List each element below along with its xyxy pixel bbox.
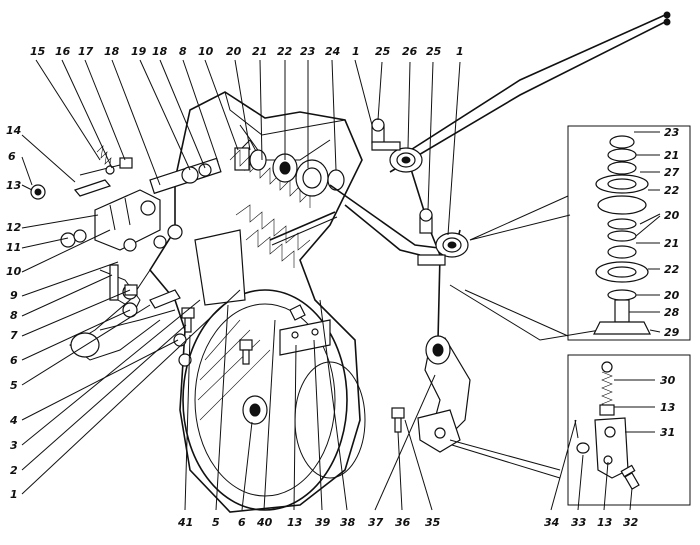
callout-18: 18 <box>104 45 120 58</box>
callouts-left: 14 6 13 12 11 10 9 8 7 6 5 4 3 2 1 <box>6 124 22 501</box>
callout-13b: 13 <box>597 516 613 529</box>
callout-38: 38 <box>340 516 356 529</box>
callout-2: 2 <box>10 464 18 477</box>
callouts-bottom: 41 5 6 40 13 39 38 37 36 35 34 33 13 32 <box>177 516 639 529</box>
lever-arm <box>417 335 561 479</box>
callout-5: 5 <box>212 516 220 529</box>
callout-35: 35 <box>425 516 441 529</box>
center-pulley-assembly <box>249 149 345 246</box>
callout-5: 5 <box>10 379 18 392</box>
callout-40: 40 <box>256 516 273 529</box>
callout-28: 28 <box>664 306 680 319</box>
callout-16: 16 <box>55 45 71 58</box>
callout-17: 17 <box>78 45 94 58</box>
callout-37: 37 <box>368 516 384 529</box>
callout-9: 9 <box>10 289 18 302</box>
callout-30: 30 <box>660 374 676 387</box>
callout-1: 1 <box>10 488 18 501</box>
callout-6: 6 <box>8 150 16 163</box>
bracket-box <box>567 354 691 506</box>
callout-8: 8 <box>10 309 18 322</box>
callout-10: 10 <box>6 265 22 278</box>
callout-22: 22 <box>277 45 293 58</box>
upper-guide-pulleys <box>371 118 469 266</box>
callout-3: 3 <box>10 439 18 452</box>
bolts <box>124 284 405 433</box>
pulley-stack-box <box>464 125 691 341</box>
callouts-top: 15 16 17 18 19 18 8 10 20 21 22 23 24 1 … <box>30 45 464 58</box>
callout-13: 13 <box>6 179 22 192</box>
callout-32: 32 <box>623 516 639 529</box>
callout-24: 24 <box>325 45 340 58</box>
callout-13: 13 <box>660 401 676 414</box>
callout-23: 23 <box>300 45 316 58</box>
callout-21: 21 <box>252 45 267 58</box>
callout-36: 36 <box>395 516 411 529</box>
callout-4: 4 <box>9 414 18 427</box>
callout-41: 41 <box>177 516 193 529</box>
callout-39: 39 <box>315 516 331 529</box>
callout-1: 1 <box>352 45 360 58</box>
callouts-right-stack: 23 21 27 22 20 21 22 20 28 29 <box>664 126 680 339</box>
callout-23: 23 <box>664 126 680 139</box>
callout-18b: 18 <box>152 45 168 58</box>
throttle-linkage <box>30 139 259 367</box>
callout-20: 20 <box>664 209 680 222</box>
callout-11: 11 <box>6 241 21 254</box>
callout-27: 27 <box>664 166 680 179</box>
callouts-right-bracket: 30 13 31 <box>660 374 676 439</box>
callout-26: 26 <box>402 45 418 58</box>
control-cables <box>329 11 671 341</box>
callout-8: 8 <box>179 45 187 58</box>
callout-31: 31 <box>660 426 675 439</box>
callout-19: 19 <box>131 45 147 58</box>
callout-25: 25 <box>375 45 391 58</box>
leader-lines <box>21 59 661 511</box>
callout-34: 34 <box>544 516 559 529</box>
callout-21: 21 <box>664 149 679 162</box>
callout-33: 33 <box>571 516 587 529</box>
callout-20: 20 <box>226 45 242 58</box>
callout-29: 29 <box>664 326 680 339</box>
callout-14: 14 <box>6 124 21 137</box>
callout-25b: 25 <box>426 45 442 58</box>
callout-21b: 21 <box>664 237 679 250</box>
callout-22b: 22 <box>664 263 680 276</box>
callout-12: 12 <box>6 221 22 234</box>
callout-6b: 6 <box>10 354 18 367</box>
callout-22: 22 <box>664 184 680 197</box>
callout-1b: 1 <box>456 45 464 58</box>
return-springs <box>229 149 311 268</box>
callout-13: 13 <box>287 516 303 529</box>
callout-6: 6 <box>238 516 246 529</box>
callout-10: 10 <box>198 45 214 58</box>
callout-7: 7 <box>10 329 18 342</box>
callout-15: 15 <box>30 45 46 58</box>
callout-20b: 20 <box>664 289 680 302</box>
